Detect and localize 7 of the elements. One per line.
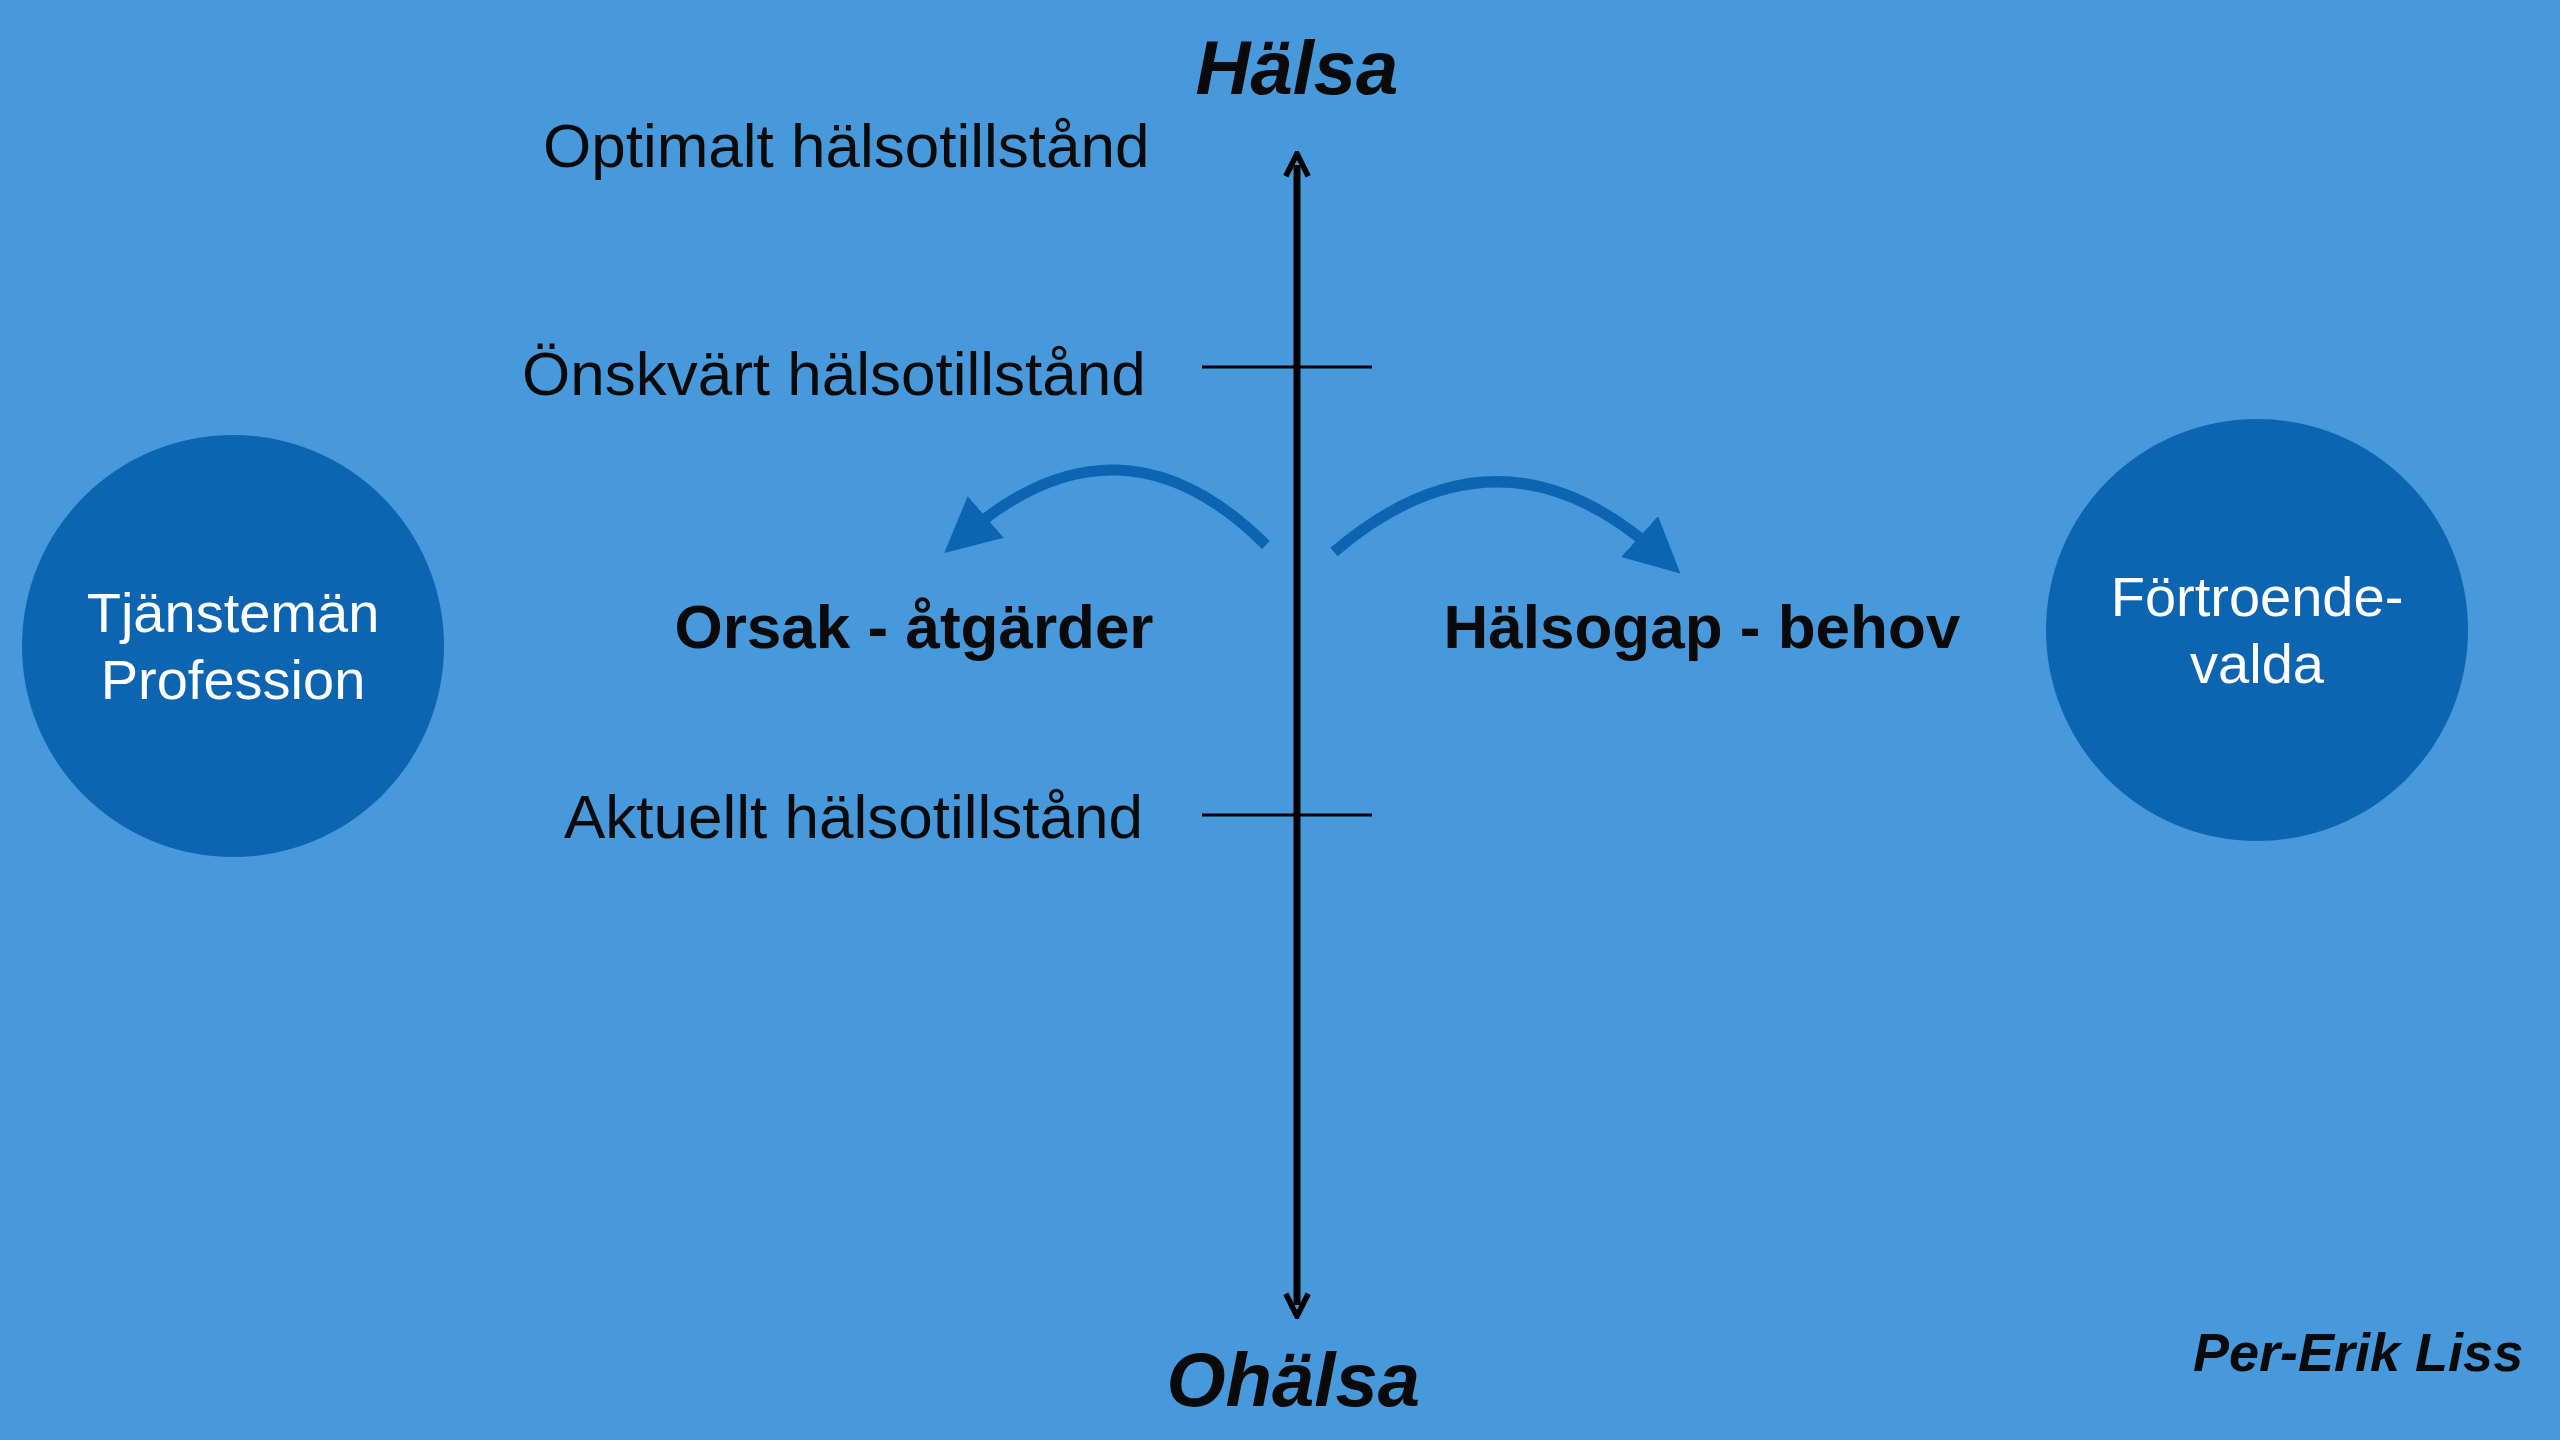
level-label: Önskvärt hälsotillstånd <box>522 343 1146 405</box>
node-label: Tjänstemän Profession <box>85 579 381 713</box>
author-name: Per-Erik Liss <box>2193 1325 2524 1379</box>
axis-end-label: Hälsa <box>1195 30 1399 106</box>
axis-end-label: Ohälsa <box>1166 1342 1420 1418</box>
node-label: Förtroende- valda <box>2109 563 2405 697</box>
level-label: Aktuellt hälsotillstånd <box>564 786 1143 848</box>
